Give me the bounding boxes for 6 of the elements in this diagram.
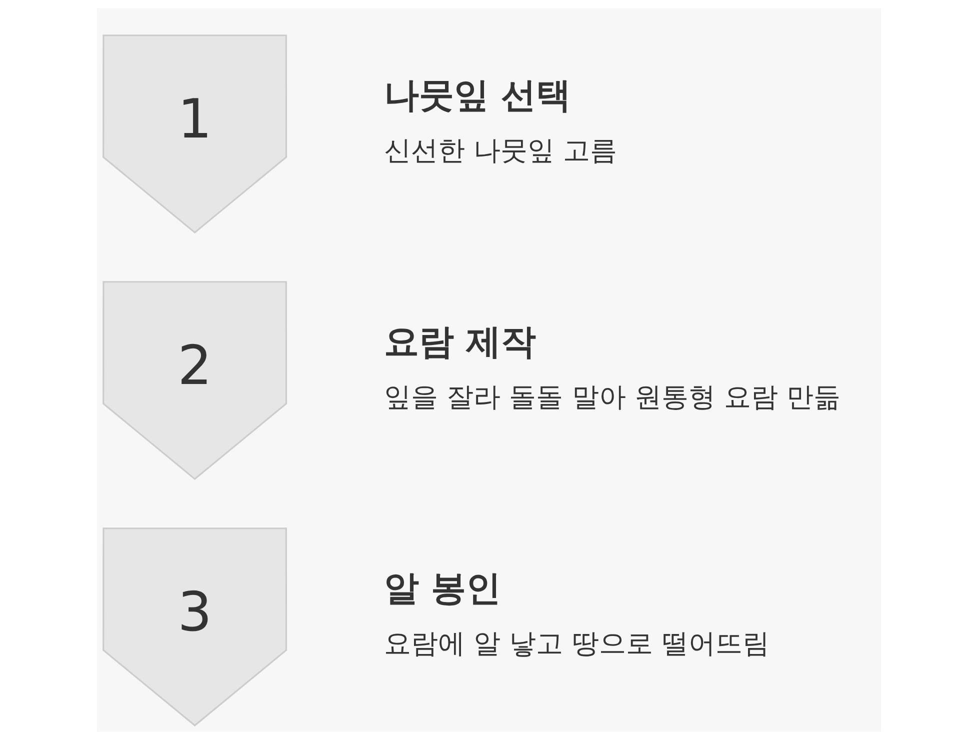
node-label: 나뭇잎 선택: [384, 76, 572, 116]
node-label: 요람 제작: [384, 322, 536, 362]
node-label: 알 봉인: [384, 568, 502, 609]
node-label: 잎을 잘라 돌돌 말아 원통형 요람 만듦: [384, 382, 841, 413]
node-label: 요람에 알 낳고 땅으로 떨어뜨림: [384, 628, 770, 660]
node-label: 신선한 나뭇잎 고름: [384, 135, 618, 166]
